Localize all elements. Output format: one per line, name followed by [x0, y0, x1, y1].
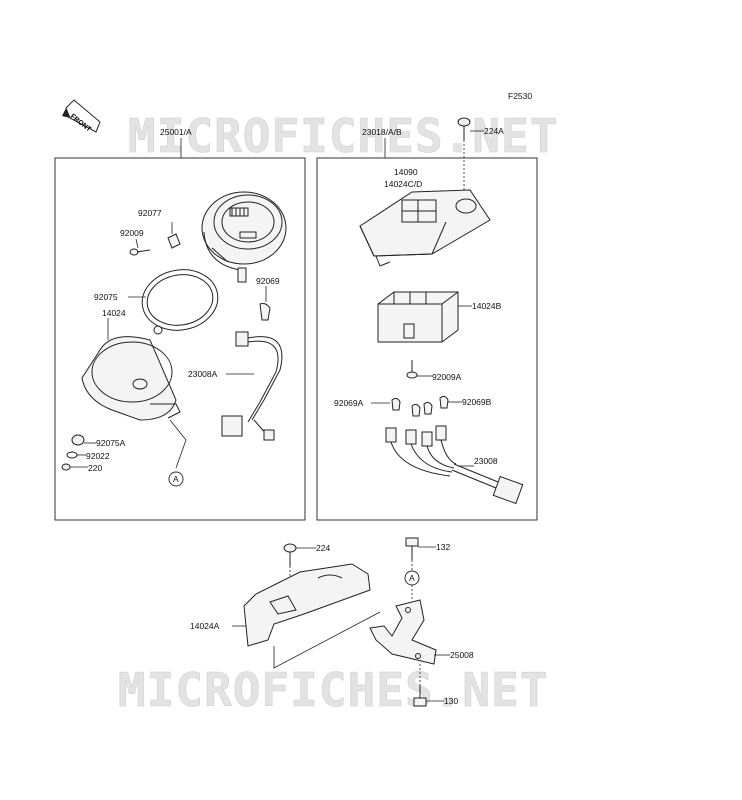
label-23018: 23018/A/B: [362, 127, 402, 137]
label-a-ref1: A: [173, 474, 179, 484]
screw-220-part: [61, 463, 71, 471]
label-25008: 25008: [450, 650, 474, 660]
figure-code: F2530: [508, 91, 532, 101]
front-arrow-icon: FRONT: [62, 99, 101, 134]
label-224: 224: [316, 543, 330, 553]
bulb-92069-part: [259, 303, 271, 321]
cover-14024-part: [81, 336, 181, 421]
label-220: 220: [88, 463, 102, 473]
ref-marker-a: [168, 471, 184, 487]
screw-224a-part: [457, 117, 471, 140]
label-132: 132: [436, 542, 450, 552]
label-14024a: 14024A: [190, 621, 220, 631]
watermark-top: MICROFICHES.NET: [128, 109, 558, 163]
washer-92022-part: [66, 451, 78, 459]
watermark-bottom: MICROFICHES.NET: [118, 663, 548, 717]
label-14090: 14090: [394, 167, 418, 177]
ring-92075-part: [141, 269, 219, 335]
label-92009: 92009: [120, 228, 144, 238]
label-25001a: 25001/A: [160, 127, 192, 137]
label-92069b: 92069B: [462, 397, 492, 407]
speedometer-part: [201, 191, 287, 283]
label-224a: 224A: [484, 126, 504, 136]
harness-assembly-frame: [316, 157, 538, 521]
label-92022: 92022: [86, 451, 110, 461]
label-23008: 23008: [474, 456, 498, 466]
label-23008a: 23008A: [188, 369, 218, 379]
label-92077: 92077: [138, 208, 162, 218]
label-14024: 14024: [102, 308, 126, 318]
screw-92009-part: [129, 248, 151, 256]
harness-23008a-part: [221, 331, 283, 441]
cover-14024a-part: [243, 563, 371, 647]
screw-92009a-part: [406, 360, 418, 379]
label-a-ref2: A: [409, 573, 415, 583]
block-14024b-part: [377, 291, 459, 343]
bulb-92069b-part: [411, 395, 449, 417]
label-14024b: 14024B: [472, 301, 502, 311]
bulb-92069a-part: [391, 397, 401, 411]
label-92069: 92069: [256, 276, 280, 286]
label-92009a: 92009A: [432, 372, 462, 382]
bracket-92077-part: [167, 222, 181, 249]
harness-23008-part: [385, 425, 524, 505]
bolt-132-part: [405, 537, 419, 560]
bracket-25008-part: [369, 599, 437, 665]
label-92069a: 92069A: [334, 398, 364, 408]
label-14024cd: 14024C/D: [384, 179, 422, 189]
cover-14090-part: [359, 189, 491, 267]
label-92075a: 92075A: [96, 438, 126, 448]
grommet-92075a-part: [71, 434, 85, 446]
meter-assembly-frame: [54, 157, 306, 521]
screw-224-part: [283, 543, 297, 566]
bolt-130-part: [413, 686, 427, 707]
label-92075: 92075: [94, 292, 118, 302]
label-130: 130: [444, 696, 458, 706]
